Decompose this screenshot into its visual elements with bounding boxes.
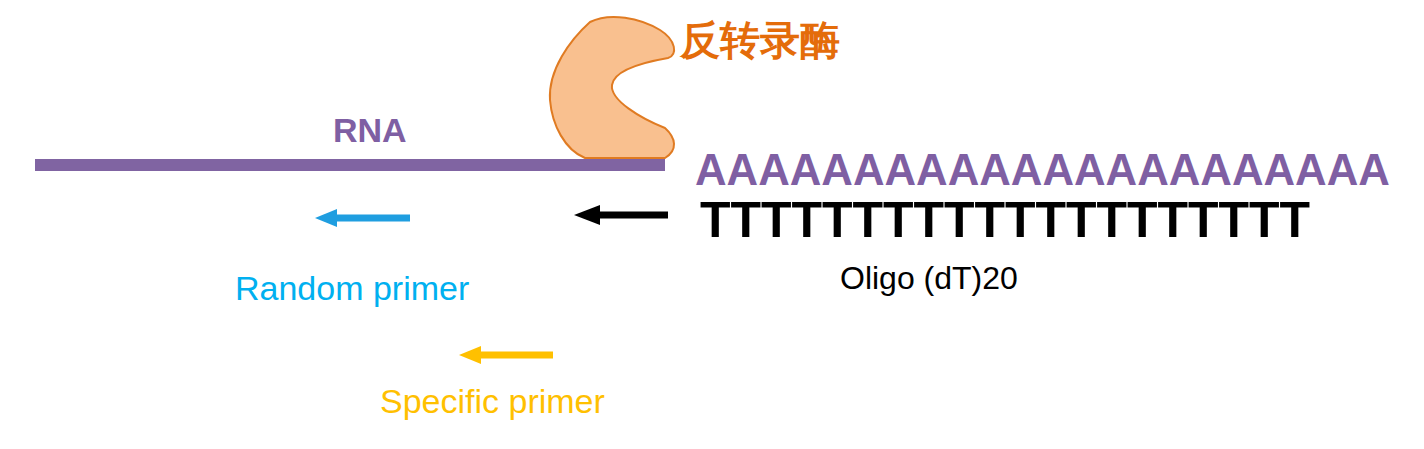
- random-primer-arrow: [333, 215, 410, 222]
- arrowhead: [574, 205, 600, 225]
- enzyme-label: 反转录酶: [680, 20, 840, 60]
- rna-strand: [35, 159, 665, 171]
- oligo-dt-sequence: TTTTTTTTTTTTTTTTTTTT: [700, 196, 1310, 246]
- primer-label: Specific primer: [380, 384, 605, 418]
- oligo-dt-arrow: [596, 212, 668, 219]
- strand-label: RNA: [333, 113, 407, 147]
- arrowhead: [315, 209, 337, 227]
- arrowhead: [459, 346, 481, 364]
- poly-a-tail: AAAAAAAAAAAAAAAAAAAAAA: [695, 148, 1390, 192]
- primer-label: Oligo (dT)20: [840, 262, 1018, 294]
- specific-primer-arrow: [478, 352, 553, 359]
- primer-label: Random primer: [235, 271, 469, 305]
- enzyme-shape: [550, 17, 674, 158]
